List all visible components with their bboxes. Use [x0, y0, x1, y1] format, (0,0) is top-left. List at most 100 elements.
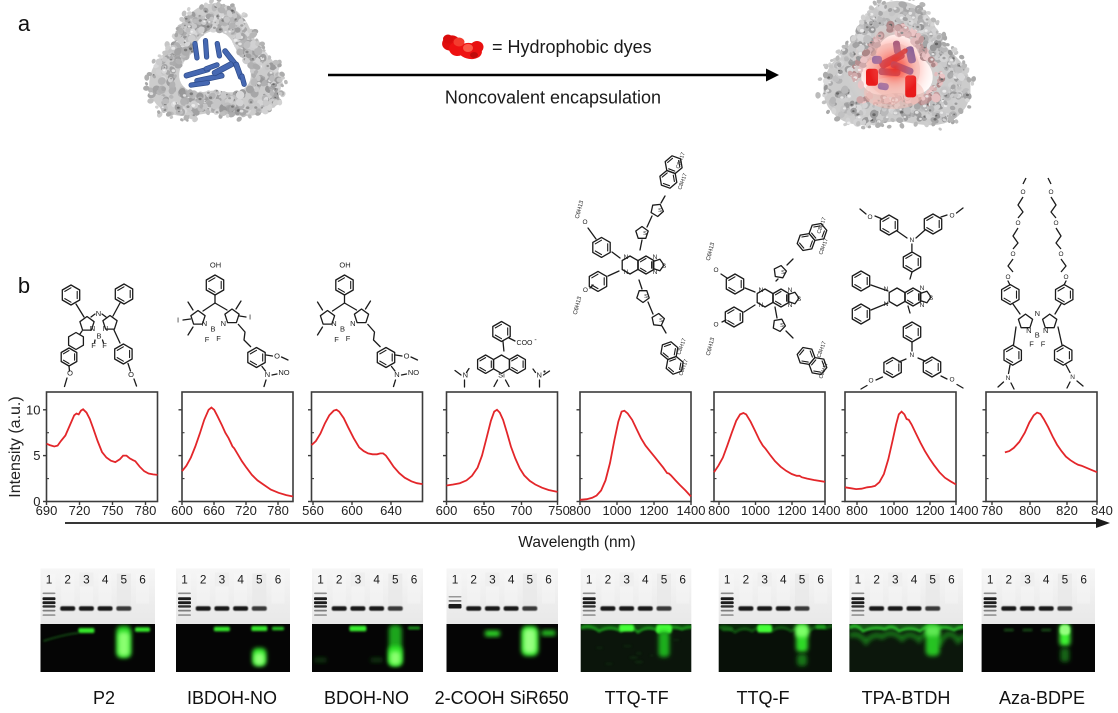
svg-text:800: 800: [1019, 503, 1041, 518]
svg-text:780: 780: [267, 503, 289, 518]
svg-text:N: N: [910, 237, 915, 244]
svg-text:O: O: [274, 352, 280, 361]
svg-text:C8H17: C8H17: [678, 359, 689, 377]
svg-text:2: 2: [64, 573, 71, 587]
svg-text:3: 3: [489, 573, 496, 587]
svg-text:600: 600: [171, 503, 193, 518]
svg-text:N: N: [920, 285, 925, 292]
svg-text:O: O: [582, 219, 587, 226]
svg-text:S: S: [662, 263, 667, 270]
svg-text:N: N: [536, 371, 541, 380]
svg-text:N: N: [624, 254, 629, 261]
svg-text:S: S: [643, 231, 647, 237]
svg-text:COO: COO: [517, 340, 534, 347]
svg-text:F: F: [1029, 340, 1034, 349]
svg-text:N: N: [624, 269, 629, 276]
svg-text:B: B: [340, 325, 345, 334]
svg-text:F: F: [91, 341, 96, 350]
svg-text:2: 2: [470, 573, 477, 587]
svg-text:O: O: [713, 322, 718, 329]
svg-text:780: 780: [135, 503, 157, 518]
svg-text:NO: NO: [408, 368, 419, 377]
svg-text:S: S: [797, 296, 802, 303]
svg-text:3: 3: [355, 573, 362, 587]
svg-text:N: N: [884, 286, 889, 293]
svg-text:2: 2: [200, 573, 207, 587]
svg-text:1400: 1400: [812, 503, 841, 518]
svg-text:BDOH-NO: BDOH-NO: [324, 688, 409, 708]
svg-text:560: 560: [302, 503, 324, 518]
svg-text:800: 800: [846, 503, 868, 518]
svg-text:N: N: [788, 287, 793, 294]
svg-text:Aza-BDPE: Aza-BDPE: [999, 688, 1085, 708]
svg-text:C8H17: C8H17: [818, 238, 829, 256]
svg-text:O: O: [867, 214, 872, 221]
svg-text:O: O: [1058, 251, 1063, 258]
svg-text:1: 1: [987, 573, 994, 587]
svg-text:N: N: [653, 269, 658, 276]
svg-text:N: N: [463, 371, 468, 380]
svg-text:5: 5: [256, 573, 263, 587]
svg-text:N: N: [1006, 375, 1011, 382]
svg-text:C6H13: C6H13: [573, 295, 584, 315]
svg-text:B: B: [96, 332, 101, 341]
svg-text:780: 780: [981, 503, 1003, 518]
svg-text:C8H17: C8H17: [816, 341, 827, 359]
svg-text:N: N: [759, 302, 764, 309]
svg-text:640: 640: [380, 503, 402, 518]
svg-text:O: O: [128, 370, 134, 379]
svg-text:C8H17: C8H17: [676, 338, 687, 356]
svg-text:N: N: [202, 319, 207, 328]
svg-text:N: N: [350, 319, 355, 328]
svg-text:O: O: [1020, 189, 1025, 196]
svg-text:O: O: [1048, 189, 1053, 196]
svg-text:I: I: [249, 313, 251, 322]
svg-text:2: 2: [1006, 573, 1013, 587]
svg-text:4: 4: [911, 573, 918, 587]
svg-text:a: a: [18, 11, 31, 36]
svg-text:S: S: [659, 318, 663, 324]
svg-text:750: 750: [548, 503, 570, 518]
svg-text:C8H17: C8H17: [677, 173, 688, 191]
svg-text:S: S: [781, 270, 785, 276]
svg-text:Wavelength (nm): Wavelength (nm): [518, 534, 635, 551]
svg-text:4: 4: [237, 573, 244, 587]
svg-text:600: 600: [436, 503, 458, 518]
svg-text:N: N: [910, 352, 915, 359]
svg-text:O: O: [583, 287, 588, 294]
svg-text:1400: 1400: [677, 503, 706, 518]
svg-text:1: 1: [586, 573, 593, 587]
svg-text:C6H13: C6H13: [706, 241, 717, 261]
svg-text:700: 700: [511, 503, 533, 518]
svg-text:N: N: [1035, 309, 1040, 318]
svg-text:C6H13: C6H13: [575, 199, 586, 219]
svg-text:O: O: [1053, 220, 1058, 227]
svg-text:3: 3: [892, 573, 899, 587]
svg-text:6: 6: [1080, 573, 1087, 587]
svg-text:4: 4: [102, 573, 109, 587]
svg-text:5: 5: [527, 573, 534, 587]
svg-text:F: F: [1041, 340, 1046, 349]
svg-text:4: 4: [642, 573, 649, 587]
svg-text:O: O: [1010, 251, 1015, 258]
svg-text:5: 5: [661, 573, 668, 587]
svg-text:5: 5: [1062, 573, 1069, 587]
svg-text:1: 1: [181, 573, 188, 587]
svg-text:4: 4: [780, 573, 787, 587]
svg-text:1400: 1400: [950, 503, 979, 518]
svg-text:F: F: [334, 335, 339, 344]
svg-text:TTQ-F: TTQ-F: [737, 688, 790, 708]
svg-text:6: 6: [411, 573, 418, 587]
svg-text:O: O: [949, 213, 954, 220]
svg-text:S: S: [929, 295, 934, 302]
svg-text:5: 5: [929, 573, 936, 587]
svg-text:-: -: [534, 337, 537, 344]
svg-text:1200: 1200: [778, 503, 807, 518]
svg-text:O: O: [1005, 274, 1010, 281]
svg-text:1000: 1000: [741, 503, 770, 518]
svg-text:N: N: [653, 254, 658, 261]
svg-text:N: N: [96, 309, 101, 318]
svg-text:N: N: [1026, 326, 1031, 335]
svg-text:2: 2: [336, 573, 343, 587]
svg-text:F: F: [102, 341, 107, 350]
